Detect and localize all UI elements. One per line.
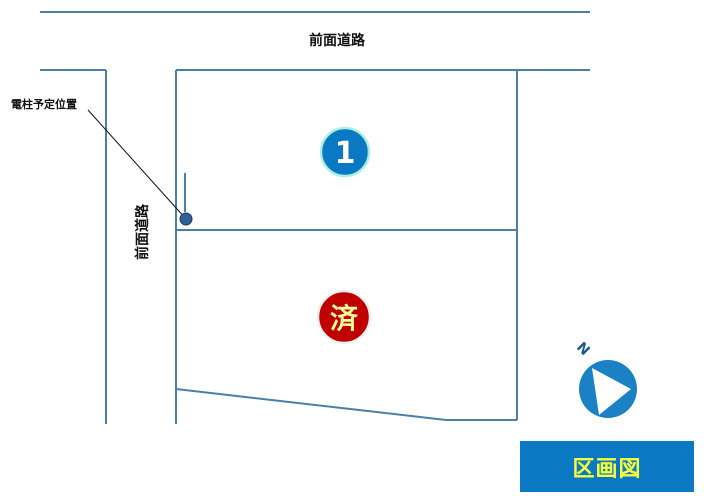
- plan-title-label: 区画図: [572, 456, 642, 482]
- pole-marker: [179, 212, 193, 226]
- pole-leader-line: [87, 109, 187, 220]
- lot1-label: 1: [335, 136, 356, 171]
- lot2-label: 済: [330, 302, 359, 335]
- pole-label: 電柱予定位置: [11, 97, 77, 111]
- plan-title-banner: 区画図: [520, 441, 694, 492]
- road-top-label: 前面道路: [309, 32, 366, 49]
- road-left-label: 前面道路: [134, 203, 151, 260]
- lot1-badge: 1: [319, 126, 371, 178]
- lot2-badge: 済: [316, 289, 372, 345]
- lot-south-boundary: [175, 388, 517, 421]
- north-compass-icon: N: [573, 339, 637, 418]
- north-label: N: [573, 339, 593, 359]
